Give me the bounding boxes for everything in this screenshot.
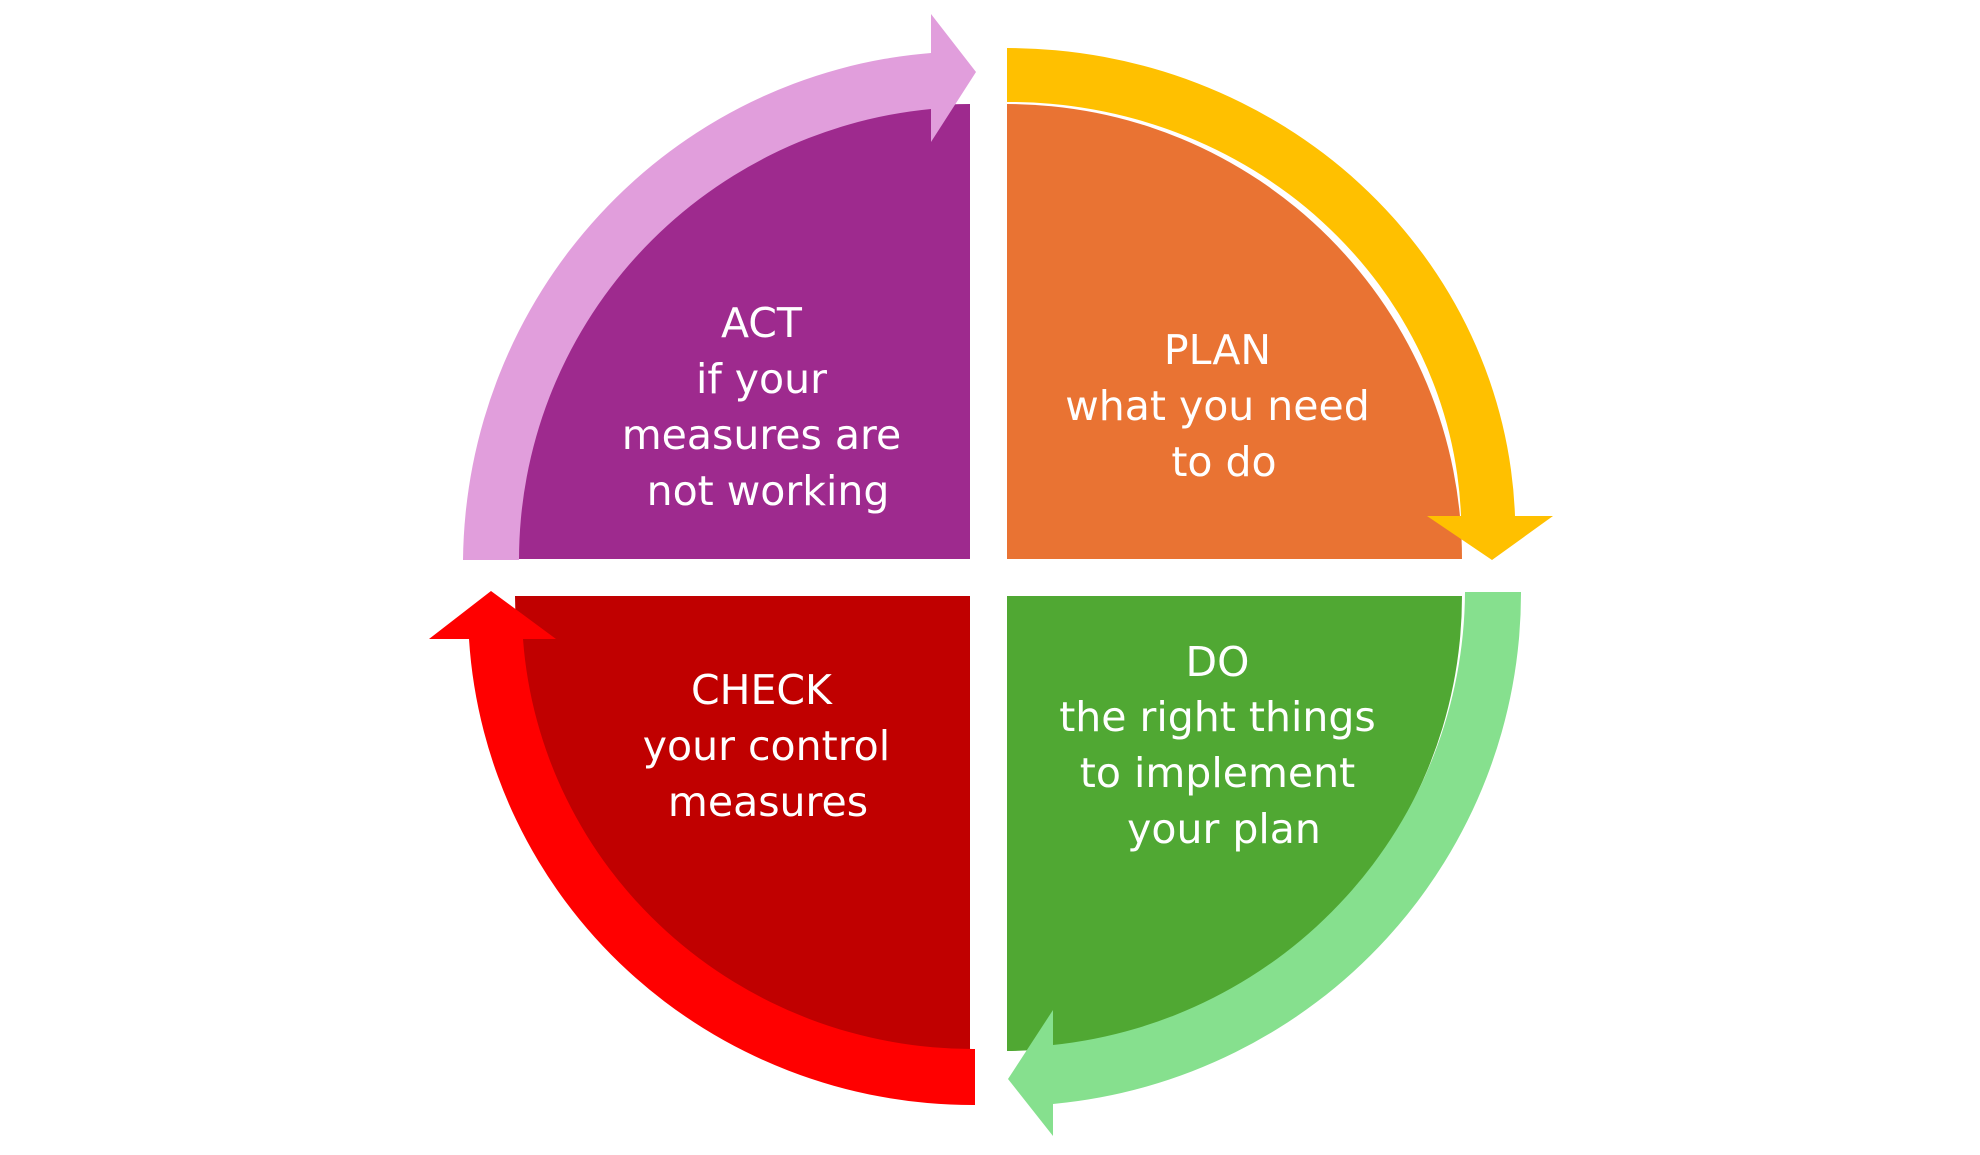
do-line-2: the right things (1059, 693, 1376, 741)
check-title: CHECK (691, 666, 833, 714)
plan-line-3: to do (1171, 438, 1276, 486)
check-quadrant (515, 596, 970, 1051)
check-label: CHECK your control measures (643, 666, 903, 826)
plan-title: PLAN (1164, 326, 1271, 374)
act-line-2: if your (696, 355, 827, 403)
check-line-2: your control (643, 722, 890, 770)
act-label: ACT if your measures are not working (622, 299, 915, 515)
plan-line-2: what you need (1065, 382, 1370, 430)
act-line-4: not working (647, 467, 890, 515)
plan-label: PLAN what you need to do (1065, 326, 1383, 486)
check-to-act-arrow (429, 591, 975, 1106)
act-title: ACT (721, 299, 803, 347)
do-title: DO (1186, 638, 1250, 686)
do-line-4: your plan (1127, 805, 1321, 853)
do-to-check-arrow (1008, 592, 1522, 1136)
act-line-3: measures are (622, 411, 902, 459)
do-label: DO the right things to implement your pl… (1059, 638, 1389, 853)
act-to-plan-arrow (463, 14, 976, 560)
check-line-3: measures (668, 778, 868, 826)
do-quadrant (1007, 596, 1462, 1051)
plan-quadrant (1007, 104, 1462, 559)
plan-to-do-arrow (1007, 47, 1553, 561)
act-quadrant (515, 104, 970, 559)
do-line-3: to implement (1080, 749, 1355, 797)
